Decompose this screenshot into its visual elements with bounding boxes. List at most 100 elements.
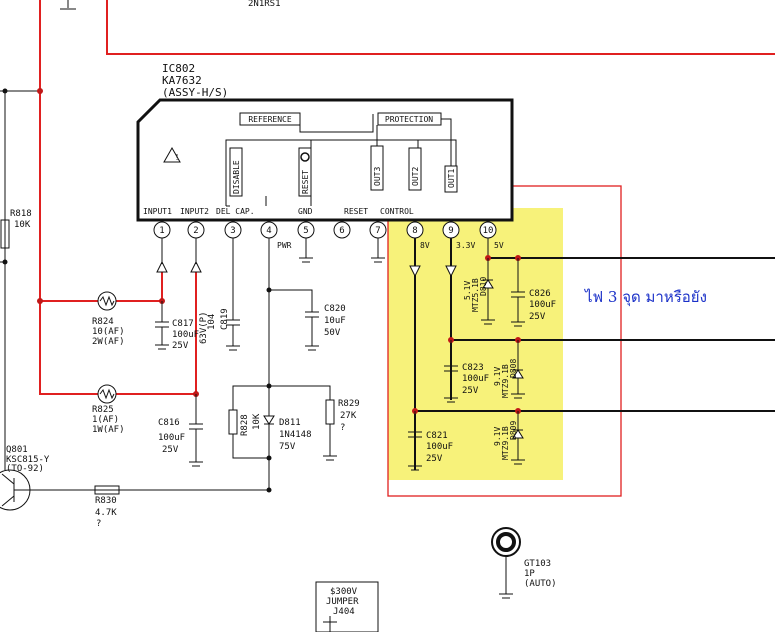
pin-func-reset: RESET <box>344 207 368 216</box>
pin-4: 4 <box>260 221 278 239</box>
svg-text:DISABLE: DISABLE <box>232 160 241 194</box>
svg-text:JUMPER: JUMPER <box>326 597 359 607</box>
svg-text:C817: C817 <box>172 319 194 329</box>
svg-text:100uF: 100uF <box>529 300 556 310</box>
block-reset <box>298 147 312 197</box>
ic-part: KA7632 <box>162 74 202 87</box>
pin-func-input1: INPUT1 <box>143 207 172 216</box>
block-disable <box>229 147 243 197</box>
svg-text:R830: R830 <box>95 496 117 506</box>
svg-text:?: ? <box>340 423 345 433</box>
pin4-label: PWR <box>277 241 292 250</box>
svg-text:GT103: GT103 <box>524 559 551 569</box>
ic-ref: IC802 <box>162 62 195 75</box>
annotation-text: ไฟ 3 จุด มาหรือยัง <box>584 288 707 307</box>
svg-text:8: 8 <box>412 226 417 236</box>
svg-text:1P: 1P <box>524 569 535 579</box>
svg-text:1W(AF): 1W(AF) <box>92 425 125 435</box>
pin-func-gnd: GND <box>298 207 313 216</box>
svg-text:D810: D810 <box>479 277 488 296</box>
svg-text:100uF: 100uF <box>172 330 199 340</box>
ic-assy: (ASSY-H/S) <box>162 86 228 99</box>
svg-text:9.1V: 9.1V <box>493 427 502 446</box>
svg-text:10: 10 <box>483 226 494 236</box>
svg-text:25V: 25V <box>162 445 179 455</box>
block-out2 <box>408 147 422 191</box>
pin-func-input2: INPUT2 <box>180 207 209 216</box>
pin-1: 1 <box>153 221 171 239</box>
d811-body <box>263 415 275 425</box>
svg-text:10K: 10K <box>252 413 262 430</box>
r818-ref: R818 <box>10 209 32 219</box>
out-voltage-5v: 5V <box>494 241 504 250</box>
svg-text:27K: 27K <box>340 411 357 421</box>
svg-text:2: 2 <box>193 226 198 236</box>
svg-text:3: 3 <box>230 226 235 236</box>
svg-text:63V(P): 63V(P) <box>199 311 209 344</box>
svg-text:9: 9 <box>448 226 453 236</box>
svg-text:$300V: $300V <box>330 587 358 597</box>
svg-text:1(AF): 1(AF) <box>92 415 119 425</box>
svg-text:1: 1 <box>159 226 164 236</box>
svg-text:(TO-92): (TO-92) <box>6 464 44 474</box>
svg-text:2W(AF): 2W(AF) <box>92 337 125 347</box>
svg-text:100uF: 100uF <box>462 374 489 384</box>
svg-text:25V: 25V <box>172 341 189 351</box>
svg-text:D809: D809 <box>509 421 518 440</box>
svg-text:10uF: 10uF <box>324 316 346 326</box>
svg-text:100uF: 100uF <box>158 433 185 443</box>
pin-func-delcap: DEL CAP. <box>216 207 255 216</box>
svg-text:D808: D808 <box>509 359 518 378</box>
r828-body <box>228 409 238 435</box>
svg-text:100uF: 100uF <box>426 442 453 452</box>
svg-text:MTZ9.1B: MTZ9.1B <box>501 426 510 460</box>
svg-text:!: ! <box>175 153 180 162</box>
red-trace-top <box>106 0 775 55</box>
svg-text:?: ? <box>96 519 101 529</box>
pin-7: 7 <box>369 221 387 239</box>
svg-text:OUT1: OUT1 <box>447 169 456 188</box>
out-voltage-3v3: 3.3V <box>456 241 475 250</box>
svg-text:MTZ5.1B: MTZ5.1B <box>471 278 480 312</box>
svg-text:OUT3: OUT3 <box>373 167 382 186</box>
pin-2: 2 <box>187 221 205 239</box>
svg-text:R824: R824 <box>92 317 114 327</box>
svg-text:7: 7 <box>375 226 380 236</box>
svg-text:9.1V: 9.1V <box>493 367 502 386</box>
pin-9: 9 <box>442 221 460 239</box>
svg-text:10(AF): 10(AF) <box>92 327 125 337</box>
svg-text:C820: C820 <box>324 304 346 314</box>
reference-box <box>239 112 301 126</box>
block-out1 <box>444 165 458 193</box>
block-out3 <box>370 145 384 191</box>
svg-text:25V: 25V <box>529 312 546 322</box>
pin-5: 5 <box>297 221 315 239</box>
warning-icon <box>163 146 181 163</box>
svg-text:MTZ9.1B: MTZ9.1B <box>501 364 510 398</box>
svg-text:75V: 75V <box>279 442 296 452</box>
reference-label: REFERENCE <box>248 115 292 124</box>
svg-text:4.7K: 4.7K <box>95 508 117 518</box>
r818-body <box>0 219 10 249</box>
svg-text:4: 4 <box>266 226 271 236</box>
svg-text:OUT2: OUT2 <box>411 167 420 186</box>
svg-text:1N4148: 1N4148 <box>279 430 312 440</box>
svg-text:5: 5 <box>303 226 308 236</box>
svg-text:(AUTO): (AUTO) <box>524 579 557 589</box>
svg-text:R829: R829 <box>338 399 360 409</box>
svg-text:R828: R828 <box>240 414 250 436</box>
pin-8: 8 <box>406 221 424 239</box>
svg-text:RESET: RESET <box>301 170 310 194</box>
out-voltage-8v: 8V <box>420 241 430 250</box>
svg-text:5.1V: 5.1V <box>463 281 472 300</box>
pin-func-control: CONTROL <box>380 207 414 216</box>
svg-text:C823: C823 <box>462 363 484 373</box>
r829-body <box>325 399 335 425</box>
svg-text:C819: C819 <box>220 308 230 330</box>
pin-6: 6 <box>333 221 351 239</box>
svg-text:25V: 25V <box>426 454 443 464</box>
top-label: 2N1RS1 <box>248 0 281 9</box>
highlight-region <box>388 208 563 480</box>
protection-label: PROTECTION <box>385 115 433 124</box>
